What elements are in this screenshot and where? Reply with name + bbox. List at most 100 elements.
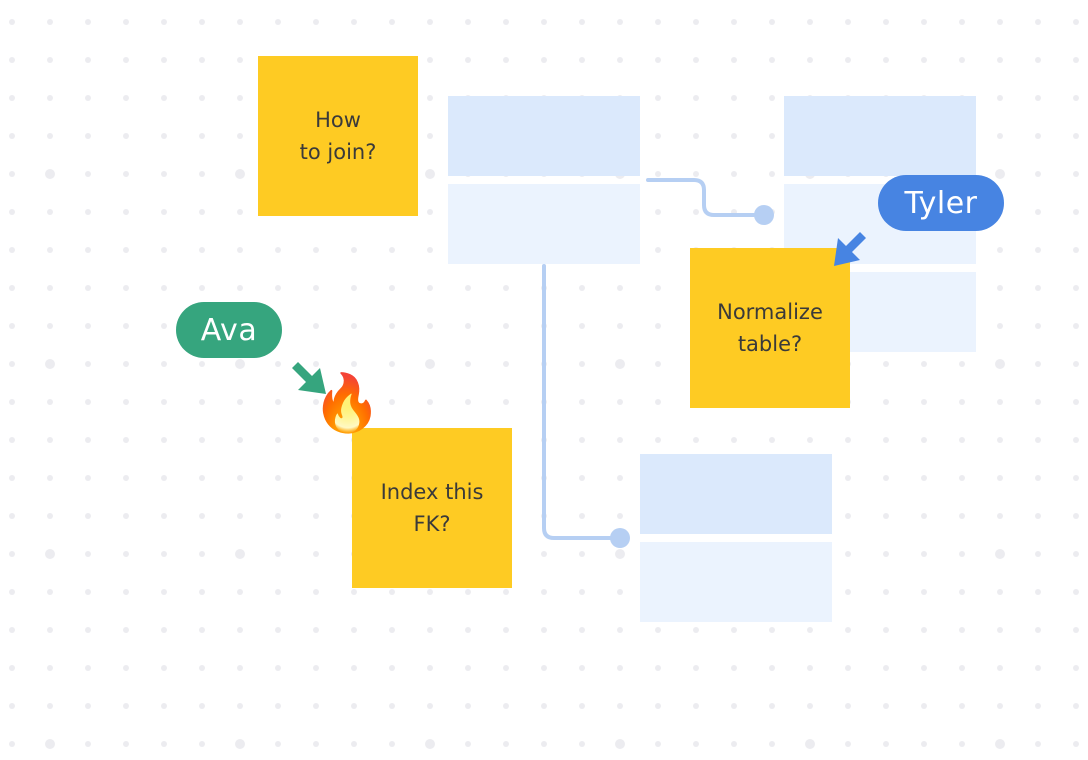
grid-dot — [123, 475, 129, 481]
grid-dot — [161, 133, 167, 139]
grid-dot — [313, 665, 319, 671]
grid-dot — [389, 285, 395, 291]
grid-dot — [9, 589, 15, 595]
grid-dot — [995, 549, 1005, 559]
grid-dot — [465, 741, 471, 747]
grid-dot — [235, 169, 245, 179]
grid-dot — [9, 361, 15, 367]
grid-dot — [1073, 551, 1079, 557]
grid-dot — [237, 95, 243, 101]
grid-dot — [47, 95, 53, 101]
table-header-row[interactable] — [448, 96, 640, 176]
grid-dot — [123, 437, 129, 443]
grid-dot — [351, 361, 357, 367]
sticky-note-normalize-table[interactable]: Normalize table? — [690, 248, 850, 408]
grid-dot — [883, 665, 889, 671]
connector-left-to-bottom[interactable] — [542, 264, 622, 540]
grid-dot — [883, 589, 889, 595]
table-row[interactable] — [640, 542, 832, 622]
grid-dot — [313, 741, 319, 747]
grid-dot — [47, 209, 53, 215]
grid-dot — [199, 399, 205, 405]
grid-dot — [845, 703, 851, 709]
grid-dot — [579, 57, 585, 63]
connector-endpoint[interactable] — [754, 205, 774, 225]
grid-dot — [655, 665, 661, 671]
grid-dot — [47, 665, 53, 671]
grid-dot — [47, 627, 53, 633]
grid-dot — [123, 133, 129, 139]
sticky-note-how-to-join[interactable]: How to join? — [258, 56, 418, 216]
grid-dot — [731, 57, 737, 63]
grid-dot — [655, 703, 661, 709]
grid-dot — [541, 19, 547, 25]
grid-dot — [731, 741, 737, 747]
grid-dot — [351, 627, 357, 633]
grid-dot — [389, 741, 395, 747]
grid-dot — [85, 19, 91, 25]
grid-dot — [1035, 627, 1041, 633]
grid-dot — [9, 741, 15, 747]
fire-reaction-icon[interactable]: 🔥 — [312, 376, 382, 432]
grid-dot — [389, 399, 395, 405]
grid-dot — [579, 551, 585, 557]
grid-dot — [921, 361, 927, 367]
grid-dot — [313, 551, 319, 557]
grid-dot — [503, 285, 509, 291]
grid-dot — [995, 739, 1005, 749]
grid-dot — [997, 513, 1003, 519]
grid-dot — [427, 95, 433, 101]
grid-dot — [275, 285, 281, 291]
grid-dot — [161, 19, 167, 25]
grid-dot — [9, 551, 15, 557]
grid-dot — [199, 437, 205, 443]
grid-dot — [161, 589, 167, 595]
grid-dot — [579, 19, 585, 25]
connector-left-to-right[interactable] — [646, 178, 766, 217]
grid-dot — [237, 57, 243, 63]
grid-dot — [617, 19, 623, 25]
grid-dot — [389, 247, 395, 253]
grid-dot — [123, 627, 129, 633]
grid-dot — [921, 475, 927, 481]
grid-dot — [161, 665, 167, 671]
grid-dot — [617, 285, 623, 291]
grid-dot — [199, 247, 205, 253]
grid-dot — [123, 665, 129, 671]
grid-dot — [541, 703, 547, 709]
grid-dot — [693, 741, 699, 747]
grid-dot — [845, 627, 851, 633]
grid-dot — [541, 741, 547, 747]
grid-dot — [9, 513, 15, 519]
grid-dot — [45, 739, 55, 749]
grid-dot — [883, 551, 889, 557]
grid-dot — [161, 475, 167, 481]
grid-dot — [313, 19, 319, 25]
grid-dot — [313, 285, 319, 291]
grid-dot — [275, 19, 281, 25]
grid-dot — [123, 741, 129, 747]
grid-dot — [769, 57, 775, 63]
table-header-row[interactable] — [640, 454, 832, 534]
grid-dot — [9, 399, 15, 405]
sticky-note-text: Normalize table? — [717, 300, 823, 356]
grid-dot — [199, 171, 205, 177]
connector-endpoint[interactable] — [610, 528, 630, 548]
grid-dot — [275, 589, 281, 595]
grid-dot — [959, 57, 965, 63]
grid-dot — [313, 589, 319, 595]
grid-dot — [807, 437, 813, 443]
grid-dot — [1035, 57, 1041, 63]
grid-dot — [503, 703, 509, 709]
grid-dot — [769, 627, 775, 633]
grid-dot — [389, 19, 395, 25]
grid-dot — [769, 171, 775, 177]
grid-dot — [1073, 437, 1079, 443]
table-left[interactable] — [448, 96, 640, 264]
sticky-note-index-fk[interactable]: Index this FK? — [352, 428, 512, 588]
table-header-row[interactable] — [784, 96, 976, 176]
table-bottom[interactable] — [640, 454, 832, 622]
grid-dot — [655, 209, 661, 215]
table-row[interactable] — [448, 184, 640, 264]
